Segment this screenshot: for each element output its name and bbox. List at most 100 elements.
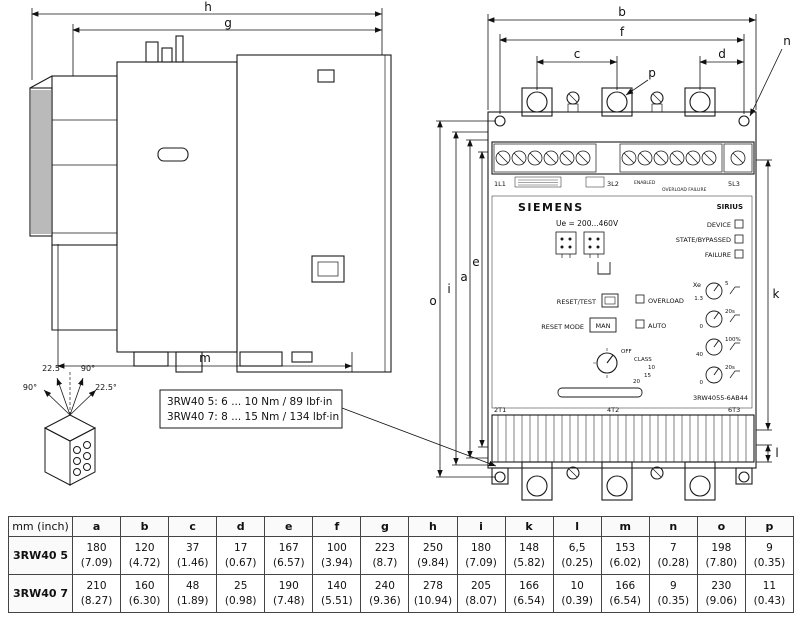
dim-value-cell: 6,5 (0.25) [552, 536, 602, 575]
dim-label-o: o [429, 294, 436, 308]
dim-value-cell: 180 (7.09) [71, 536, 122, 575]
terminal-label-2t1: 2T1 [494, 406, 506, 414]
dial1-label: Xe [693, 281, 701, 289]
side-view-dimensions [31, 8, 383, 372]
dim-label-d: d [718, 47, 726, 61]
col-header-f: f [312, 516, 362, 537]
dial3-max: 100% [725, 337, 741, 343]
dim-value-cell: 25 (0.98) [216, 574, 266, 613]
dial4-min: 0 [700, 380, 704, 386]
dim-value-cell: 240 (9.36) [360, 574, 410, 613]
col-header-o: o [696, 516, 746, 537]
angle-label: 90° [23, 383, 37, 392]
dim-value-cell: 140 (5.51) [312, 574, 362, 613]
dim-value-cell: 190 (7.48) [264, 574, 314, 613]
col-header-h: h [408, 516, 458, 537]
dim-value-cell: 198 (7.80) [696, 536, 746, 575]
class-value-10: 10 [648, 365, 655, 371]
col-header-a: a [71, 516, 122, 537]
dim-value-cell: 230 (9.06) [696, 574, 746, 613]
dim-value-cell: 48 (1.89) [168, 574, 218, 613]
man-button-label: MAN [596, 322, 611, 330]
dim-label-e: e [472, 255, 479, 269]
terminal-label-5l3: 5L3 [728, 180, 740, 188]
col-header-m: m [600, 516, 650, 537]
col-header-i: i [456, 516, 506, 537]
dim-label-i: i [447, 282, 450, 296]
dim-label-c: c [574, 47, 581, 61]
dim-value-cell: 100 (3.94) [312, 536, 362, 575]
dimension-drawing: h g m 90° 22.5° 90° 22.5° 3RW40 5: 6 ...… [23, 0, 791, 501]
dim-value-cell: 17 (0.67) [216, 536, 266, 575]
overload-label: OVERLOAD [648, 297, 684, 305]
series-label: SIRIUS [717, 203, 743, 211]
torque-angle-detail [43, 370, 97, 486]
reset-test-label: RESET/TEST [557, 298, 596, 306]
auto-label: AUTO [648, 322, 666, 330]
dim-value-cell: 7 (0.28) [648, 536, 698, 575]
terminal-label-1l1: 1L1 [494, 180, 506, 188]
terminal-label-3l2: 3L2 [607, 180, 619, 188]
led-label-state-bypassed: STATE/BYPASSED [676, 236, 731, 244]
dial2-max: 20s [725, 309, 735, 315]
dim-label-k: k [773, 287, 780, 301]
dial1-min: 1.3 [694, 296, 703, 302]
dim-label-l: l [775, 446, 778, 460]
dim-value-cell: 205 (8.07) [456, 574, 506, 613]
col-header-n: n [648, 516, 698, 537]
dim-label-a: a [460, 270, 467, 284]
front-view [487, 87, 757, 501]
angle-label: 22.5° [95, 383, 117, 392]
dim-label-m: m [199, 351, 211, 365]
dim-value-cell: 250 (9.84) [408, 536, 458, 575]
class-value-15: 15 [644, 373, 651, 379]
dim-value-cell: 37 (1.46) [168, 536, 218, 575]
col-header-e: e [264, 516, 314, 537]
torque-note-line1: 3RW40 5: 6 ... 10 Nm / 89 lbf·in [167, 396, 332, 408]
dial4-max: 20s [725, 365, 735, 371]
torque-note-box: 3RW40 5: 6 ... 10 Nm / 89 lbf·in 3RW40 7… [159, 389, 497, 467]
dim-value-cell: 9 (0.35) [744, 536, 795, 575]
off-label: OFF [621, 349, 632, 355]
dim-value-cell: 160 (6.30) [120, 574, 170, 613]
col-header-g: g [360, 516, 410, 537]
front-view-dimensions [436, 14, 783, 478]
unit-header: mm (inch) [8, 516, 73, 537]
brand-logo: SIEMENS [518, 201, 584, 214]
col-header-l: l [552, 516, 602, 537]
dim-value-cell: 120 (4.72) [120, 536, 170, 575]
dim-value-cell: 166 (6.54) [600, 574, 650, 613]
dial2-min: 0 [700, 324, 704, 330]
dim-label-p: p [648, 66, 656, 80]
terminal-label-6t3: 6T3 [728, 406, 740, 414]
dim-value-cell: 166 (6.54) [504, 574, 554, 613]
dim-value-cell: 167 (6.57) [264, 536, 314, 575]
col-header-c: c [168, 516, 218, 537]
model-number: 3RW4055-6AB44 [693, 394, 748, 402]
reset-mode-label: RESET MODE [541, 323, 584, 331]
dim-label-b: b [618, 5, 626, 19]
dim-label-g: g [224, 16, 232, 30]
angle-label: 90° [81, 364, 95, 373]
col-header-d: d [216, 516, 266, 537]
led-label-device: DEVICE [707, 221, 731, 229]
col-header-k: k [504, 516, 554, 537]
led-label-failure: FAILURE [705, 251, 731, 259]
class-value-20: 20 [633, 379, 640, 385]
small-print-enabled: ENABLED [634, 180, 656, 186]
dim-value-cell: 153 (6.02) [600, 536, 650, 575]
dim-label-n: n [783, 34, 791, 48]
small-print-overload-failure: OVERLOAD FAILURE [662, 187, 707, 193]
dim-value-cell: 223 (8.7) [360, 536, 410, 575]
dial1-max: 5 [725, 281, 729, 287]
col-header-b: b [120, 516, 170, 537]
dim-value-cell: 11 (0.43) [744, 574, 795, 613]
col-header-p: p [744, 516, 795, 537]
terminal-label-4t2: 4T2 [607, 406, 619, 414]
